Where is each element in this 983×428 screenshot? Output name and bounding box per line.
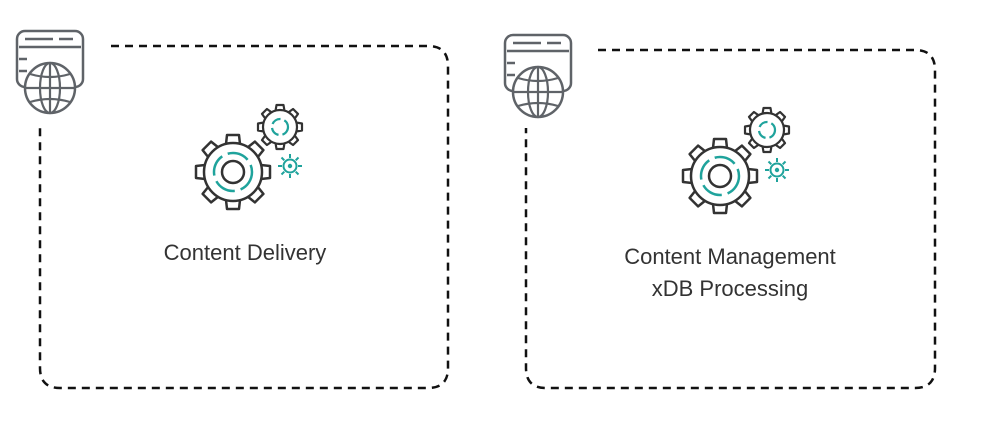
dashed-boundary (524, 48, 937, 390)
dashed-boundary (38, 44, 450, 390)
web-server-icon (15, 29, 85, 115)
node-content-management (503, 33, 937, 390)
node-label-content-delivery: Content Delivery (120, 237, 370, 269)
node-label-content-management: Content Management xDB Processing (580, 241, 880, 305)
gears-icon (681, 106, 791, 215)
label-line: Content Management (624, 244, 836, 269)
web-server-icon (503, 33, 573, 119)
node-content-delivery (15, 29, 450, 390)
gears-icon (194, 103, 304, 211)
label-line: Content Delivery (163, 240, 327, 265)
label-line: xDB Processing (651, 276, 809, 301)
